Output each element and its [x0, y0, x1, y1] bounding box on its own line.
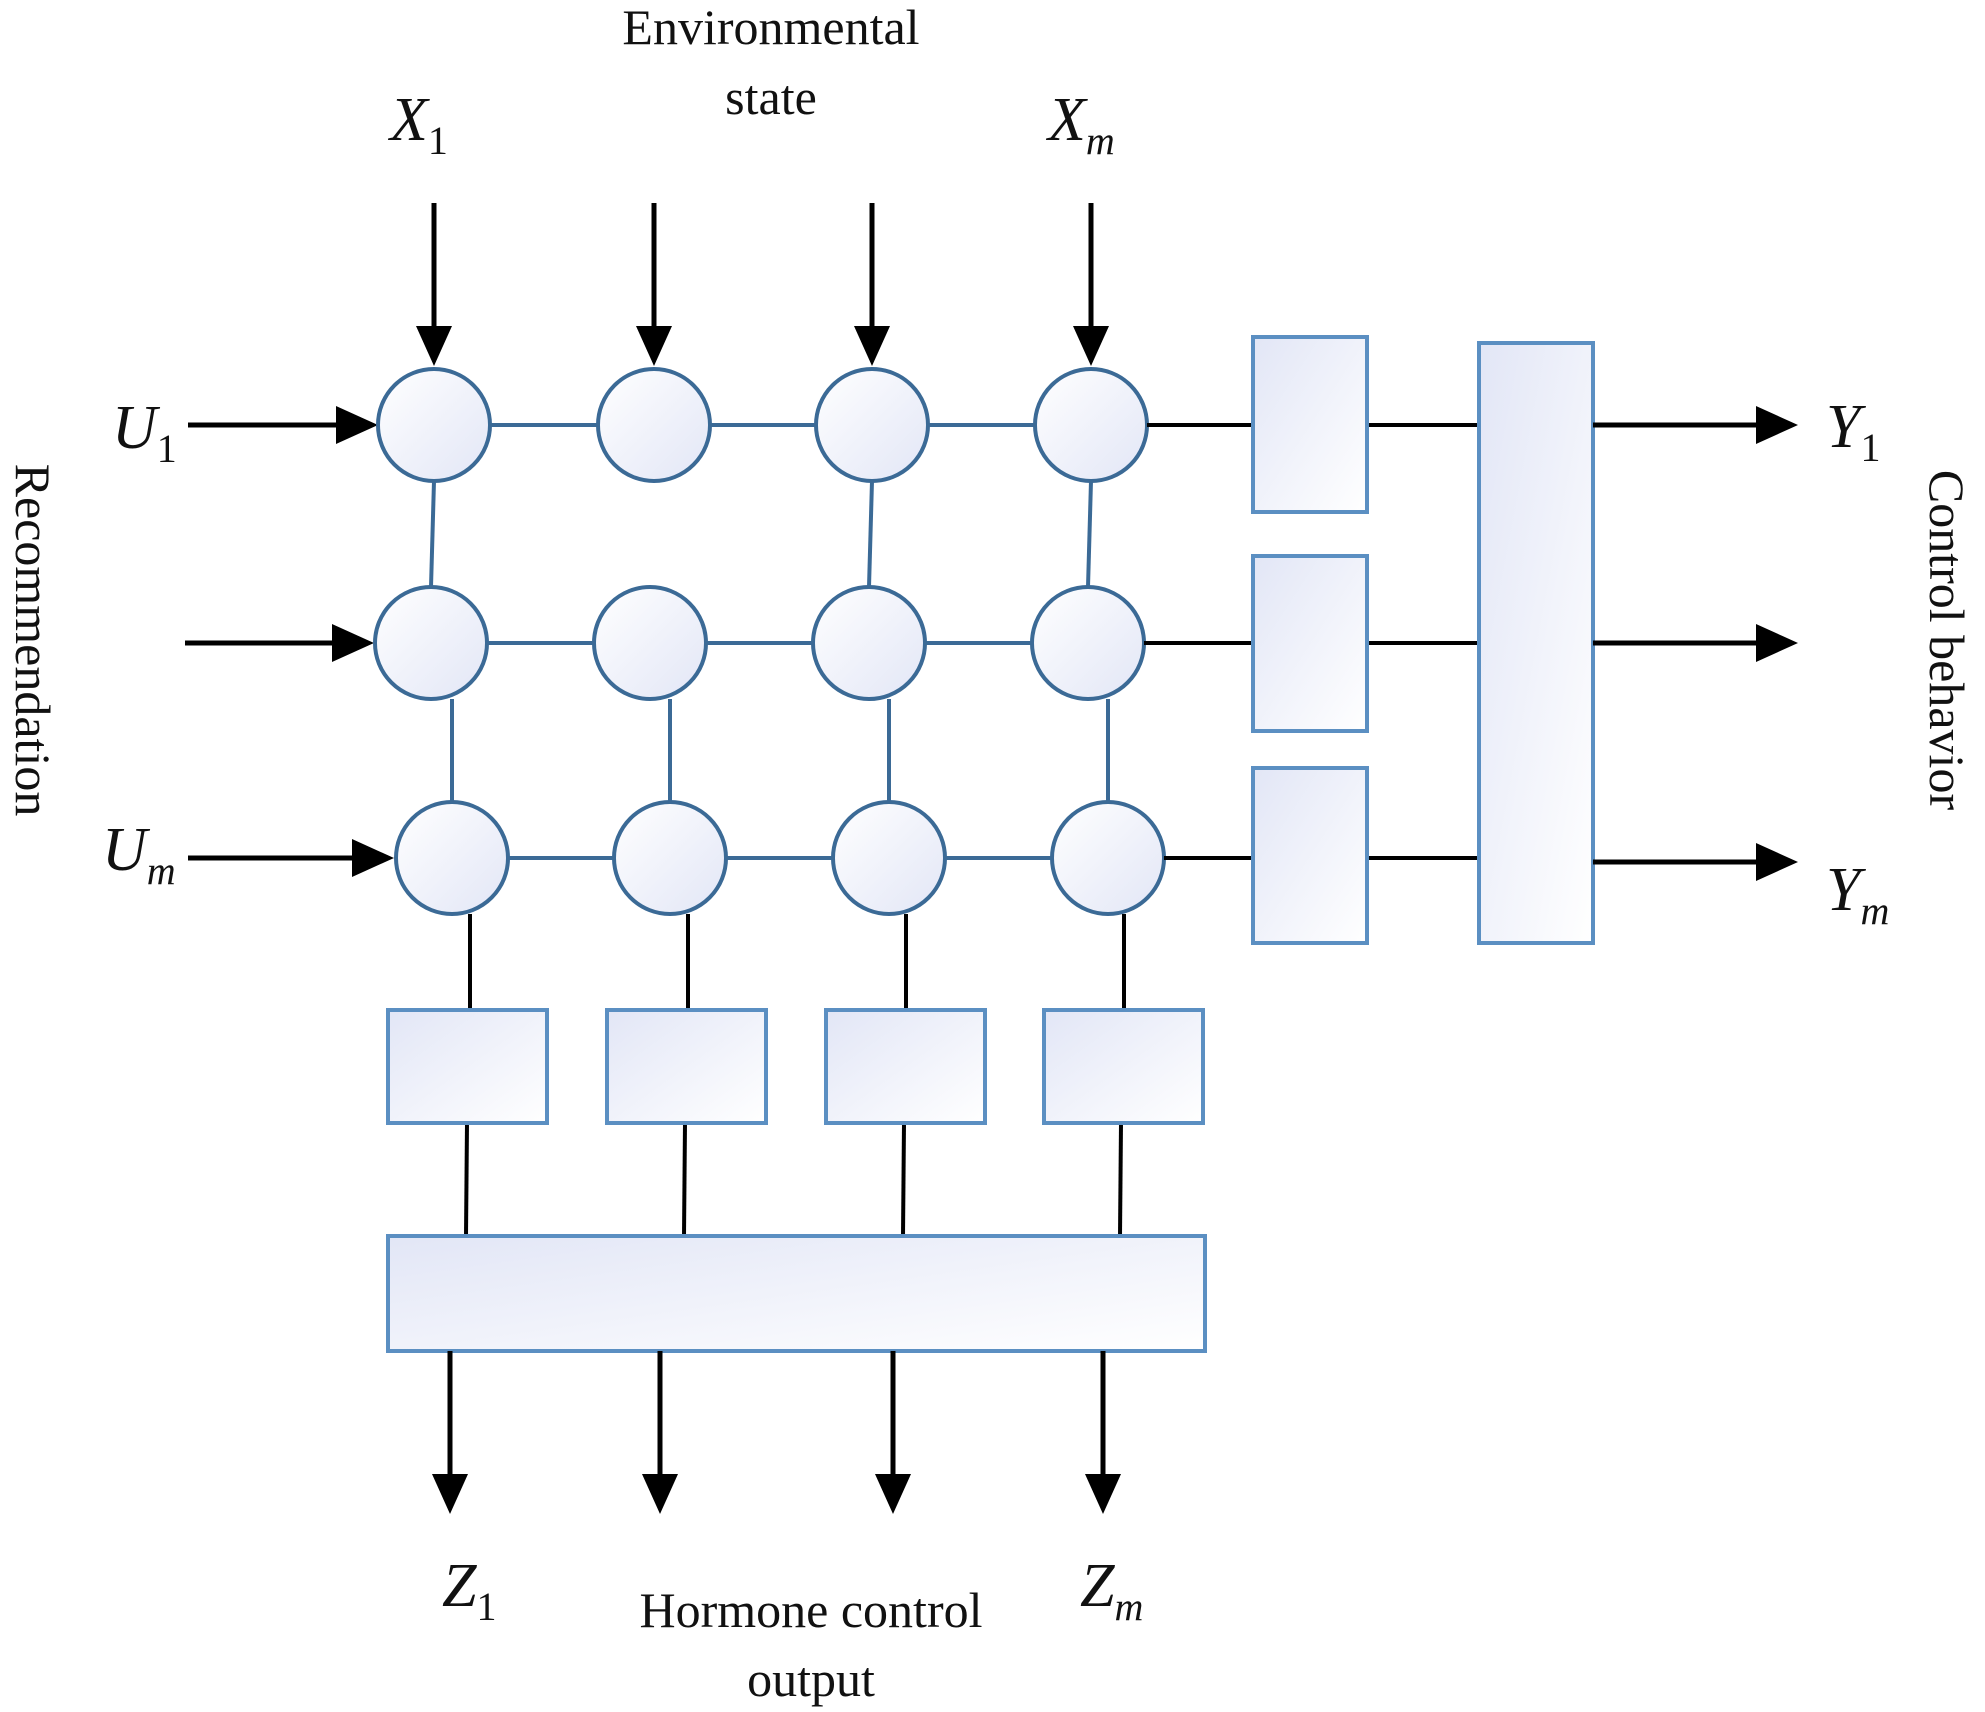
u-last-label: Um [102, 816, 176, 893]
box-to-aggregate-link [901, 1122, 906, 1237]
x-arrowhead-3 [854, 326, 890, 366]
u-arrowhead-3 [352, 839, 394, 877]
grid-node-r3-c4 [1050, 800, 1166, 916]
grid-node-r1-c3 [814, 367, 930, 483]
hormone-control-output-label-line1: Hormone control [640, 1582, 983, 1638]
y-first-label: Y1 [1826, 393, 1880, 470]
x-input-arrows [416, 203, 1109, 366]
y-arrowhead-3 [1756, 843, 1798, 881]
grid-link-v [429, 480, 436, 588]
grid-connections [429, 423, 1110, 860]
box-to-aggregate-link [464, 1122, 469, 1237]
grid-node-r2-c3 [811, 585, 927, 701]
environmental-state-label-line2: state [725, 69, 817, 125]
u-arrowhead-1 [336, 406, 378, 444]
hormone-control-output-label-line2: output [747, 1651, 875, 1707]
grid-link-v [1086, 480, 1093, 588]
z-last-label: Zm [1080, 1552, 1143, 1629]
y-output-arrows [1593, 406, 1798, 881]
grid-link-v [867, 480, 874, 588]
column-box-2 [605, 1008, 768, 1125]
row-box-3 [1251, 766, 1369, 945]
column-box-1 [386, 1008, 549, 1125]
row-box-1 [1251, 335, 1369, 514]
z-output-arrows [432, 1351, 1121, 1514]
grid-node-r1-c2 [596, 367, 712, 483]
z-arrowhead-3 [875, 1474, 911, 1514]
z-first-label: Z1 [442, 1552, 496, 1629]
column-box-4 [1042, 1008, 1205, 1125]
x-arrowhead-2 [636, 326, 672, 366]
row-box-2 [1251, 554, 1369, 733]
column-box-3 [824, 1008, 987, 1125]
grid-node-r3-c3 [831, 800, 947, 916]
u-arrowhead-2 [332, 624, 374, 662]
grid-node-r1-c1 [376, 367, 492, 483]
row-aggregate-box [1477, 341, 1595, 945]
box-to-aggregate-link [1118, 1122, 1123, 1237]
grid-node-r3-c2 [612, 800, 728, 916]
x-arrowhead-4 [1073, 326, 1109, 366]
grid-node-r2-c4 [1030, 585, 1146, 701]
recommendation-label: Recommendation [5, 464, 61, 817]
y-last-label: Ym [1826, 856, 1889, 933]
grid-node-r3-c1 [394, 800, 510, 916]
right-connections [1144, 423, 1479, 860]
z-arrowhead-4 [1085, 1474, 1121, 1514]
grid-node-r2-c2 [592, 585, 708, 701]
grid-nodes [373, 367, 1166, 916]
x-arrowhead-1 [416, 326, 452, 366]
control-behavior-label: Control behavior [1919, 470, 1975, 811]
u-first-label: U1 [112, 394, 177, 471]
grid-node-r2-c1 [373, 585, 489, 701]
x-first-label: X1 [387, 86, 448, 163]
y-arrowhead-1 [1756, 406, 1798, 444]
bottom-connections [464, 914, 1126, 1237]
grid-node-r1-c4 [1033, 367, 1149, 483]
box-to-aggregate-link [682, 1122, 687, 1237]
u-input-arrows [185, 406, 394, 877]
environmental-state-label-line1: Environmental [622, 0, 919, 55]
z-arrowhead-1 [432, 1474, 468, 1514]
column-aggregate-box [386, 1234, 1207, 1353]
z-arrowhead-2 [642, 1474, 678, 1514]
x-last-label: Xm [1045, 86, 1115, 163]
y-arrowhead-2 [1756, 624, 1798, 662]
